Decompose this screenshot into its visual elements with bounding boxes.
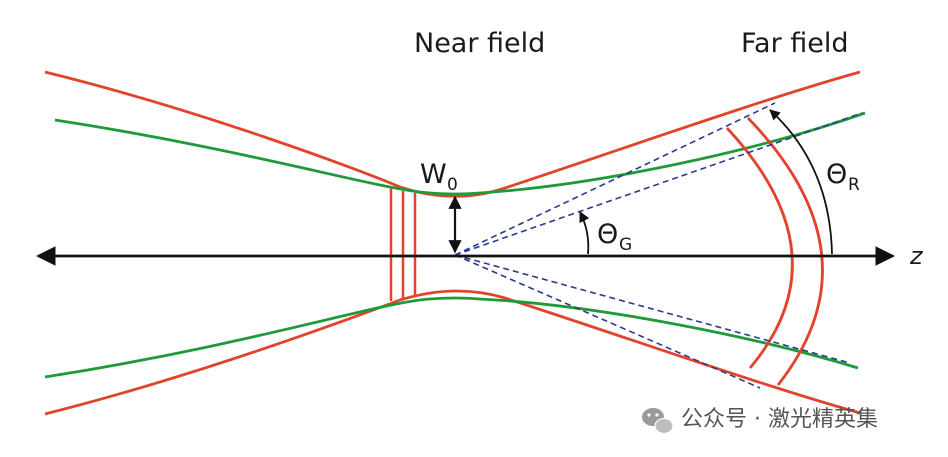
asymptote-red-upper xyxy=(454,102,776,256)
theta-r-label-sub: R xyxy=(848,175,860,195)
wechat-icon xyxy=(642,408,674,435)
red-beam-lower xyxy=(44,289,861,416)
asymptote-green-upper xyxy=(454,112,863,256)
green-beam-lower xyxy=(44,296,859,379)
green-beam-upper xyxy=(54,111,866,196)
near-field-label: Near field xyxy=(414,28,545,59)
watermark-text: 公众号 · 激光精英集 xyxy=(681,407,878,432)
waist-label: W xyxy=(420,159,447,190)
theta-g-label-sub: G xyxy=(619,235,632,255)
theta-g-arc xyxy=(579,211,590,255)
theta-g-label: Θ xyxy=(597,219,618,250)
far-field-label: Far field xyxy=(741,28,849,59)
asymptote-red-lower xyxy=(454,254,761,389)
asymptote-green-lower xyxy=(454,254,851,364)
theta-r-arc xyxy=(769,109,833,255)
axis-z-label: z xyxy=(909,242,924,270)
waist-label-sub: 0 xyxy=(447,175,458,195)
theta-r-label: Θ xyxy=(826,159,847,190)
